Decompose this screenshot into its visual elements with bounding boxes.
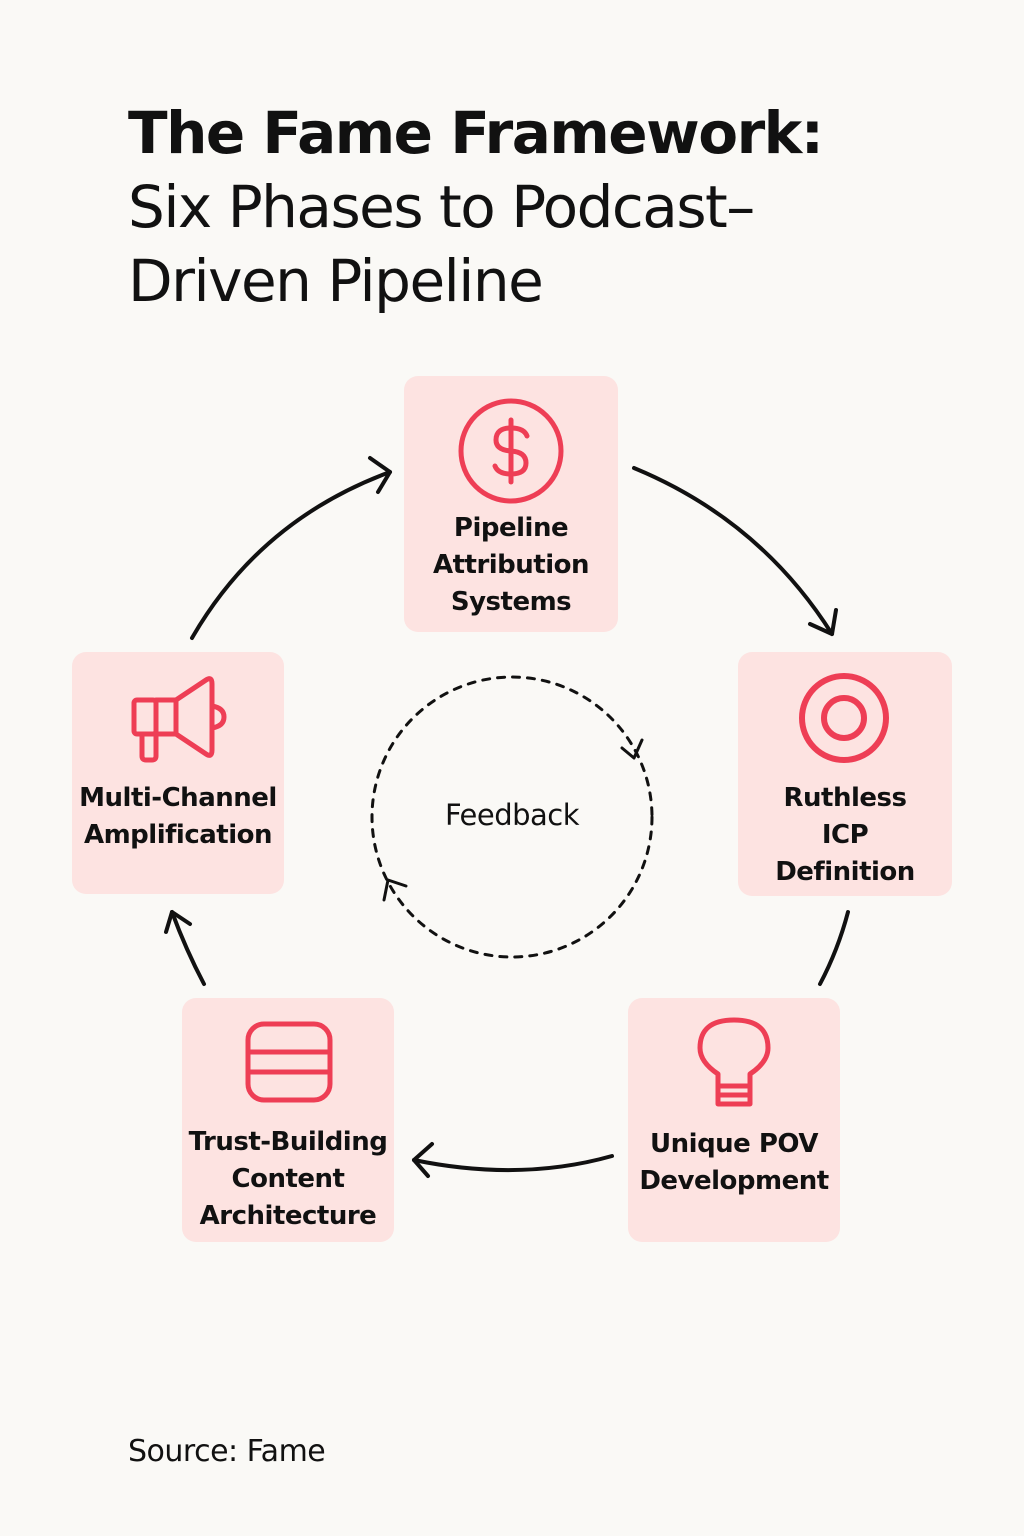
phase-card-content: Trust-Building Content Architecture	[182, 998, 394, 1242]
arrow-pov-to-content	[412, 1154, 614, 1173]
dollar-circle-icon	[458, 398, 564, 504]
subtitle-line-1: Six Phases to Podcast–	[128, 173, 755, 241]
arrow-head-attribution-to-icp	[808, 608, 838, 636]
feedback-loop	[370, 675, 654, 959]
feedback-arrow-head-top	[620, 738, 644, 760]
arrow-attribution-to-icp	[632, 466, 834, 636]
layers-icon	[245, 1021, 333, 1103]
page-subtitle: Six Phases to Podcast– Driven Pipeline	[128, 170, 928, 318]
phase-card-attribution: Pipeline Attribution Systems	[404, 376, 618, 632]
phase-label-content: Trust-Building Content Architecture	[188, 1127, 388, 1231]
phase-card-icp: Ruthless ICP Definition	[738, 652, 952, 896]
connector-icp-to-pov	[818, 910, 850, 986]
phase-card-amplification: Multi-Channel Amplification	[72, 652, 284, 894]
target-icon	[799, 673, 889, 763]
title-block: The Fame Framework: Six Phases to Podcas…	[128, 96, 928, 318]
source-note: Source: Fame	[128, 1434, 326, 1469]
phase-label-pov: Unique POV Development	[639, 1129, 829, 1196]
lightbulb-icon	[697, 1017, 771, 1107]
phase-label-amplification: Multi-Channel Amplification	[79, 783, 277, 850]
arrow-amplification-to-attribution	[190, 470, 392, 640]
phase-card-pov: Unique POV Development	[628, 998, 840, 1242]
megaphone-icon	[131, 676, 227, 763]
subtitle-line-2: Driven Pipeline	[128, 247, 544, 315]
arrow-head-amplification-to-attribution	[368, 456, 392, 494]
page-title: The Fame Framework:	[128, 99, 824, 167]
feedback-label: Feedback	[444, 798, 580, 832]
arrow-head-content-to-amplification	[164, 910, 192, 934]
arrow-content-to-amplification	[170, 910, 206, 986]
feedback-arrow-head-bottom	[382, 878, 408, 902]
phase-label-attribution: Pipeline Attribution Systems	[432, 513, 590, 617]
arrow-head-pov-to-content	[412, 1142, 434, 1178]
phase-label-icp: Ruthless ICP Definition	[775, 783, 915, 887]
